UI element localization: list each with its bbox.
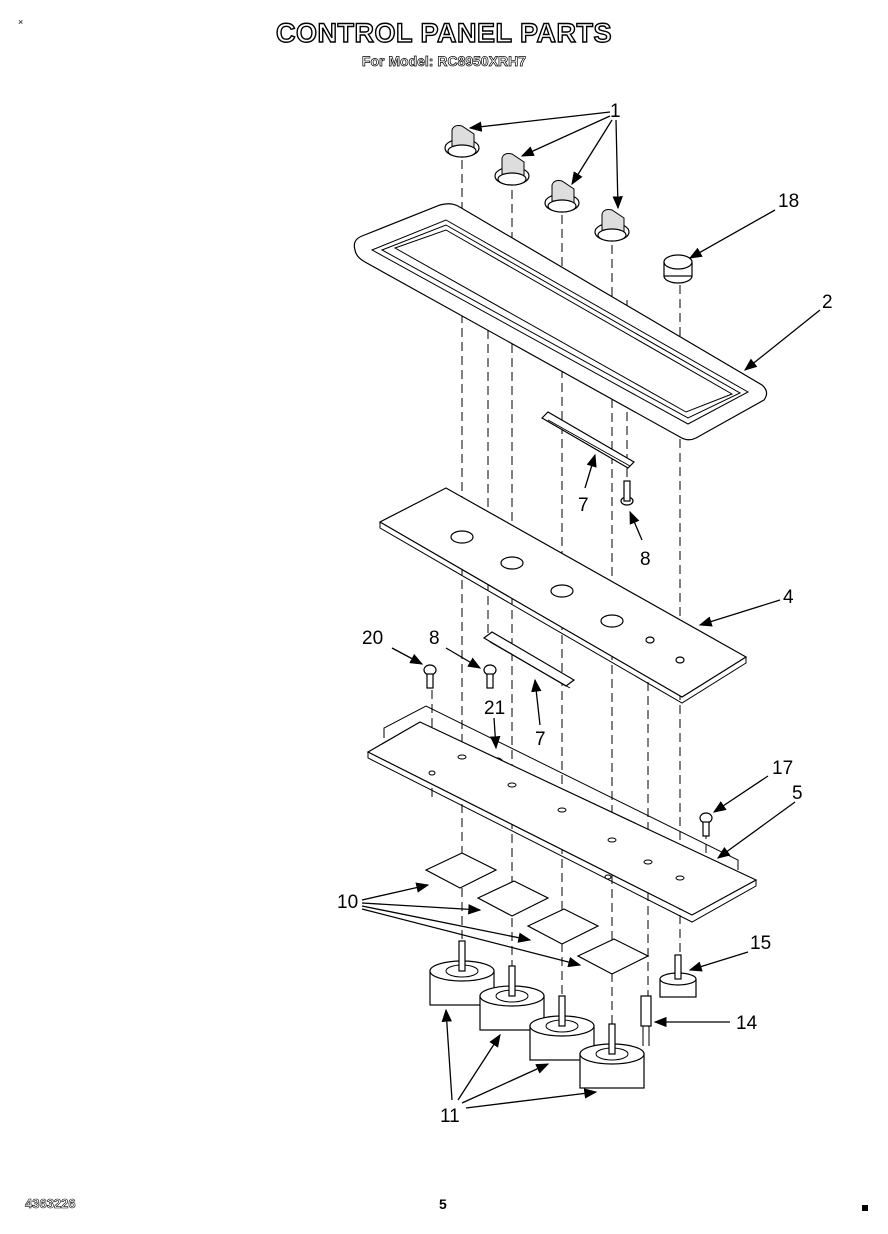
insulator-pad-group (424, 852, 650, 975)
callout-10: 10 (337, 892, 358, 913)
callout-1: 1 (610, 101, 621, 122)
panel-part (378, 487, 748, 704)
callout-labels: 1 18 2 7 8 4 20 8 21 7 17 5 10 15 14 11 (337, 101, 833, 1127)
small-switch-part (659, 954, 697, 998)
callout-4: 4 (783, 587, 794, 608)
document-number: 4363226 (25, 1196, 76, 1212)
callout-7-lower: 7 (535, 729, 546, 750)
switch-part (579, 1023, 645, 1089)
knob-group (444, 125, 630, 242)
mounting-bracket-part (366, 705, 758, 923)
callout-11: 11 (440, 1106, 460, 1127)
screw-upper-part (620, 480, 634, 506)
screw-part-17 (699, 812, 713, 837)
switch-group (429, 940, 645, 1089)
callout-8-upper: 8 (640, 549, 651, 570)
callout-21: 21 (484, 698, 505, 719)
callout-2: 2 (822, 292, 833, 313)
corner-mark-bottom-right (862, 1205, 868, 1211)
switch-part (429, 940, 495, 1006)
screw-part-8 (483, 664, 497, 689)
callout-17: 17 (772, 758, 793, 779)
callout-8-lower: 8 (429, 628, 440, 649)
bracket-upper-part (541, 411, 635, 469)
trim-frame-part (353, 203, 768, 441)
model-subtitle: For Model: RC8950XRH7 (361, 53, 527, 70)
callout-18: 18 (778, 191, 799, 212)
small-knob-part (663, 254, 693, 284)
callout-5: 5 (792, 783, 803, 804)
callout-14: 14 (736, 1013, 758, 1034)
bracket-lower-part (482, 631, 576, 689)
screw-part-20 (423, 664, 437, 689)
page-title: CONTROL PANEL PARTS (275, 17, 613, 48)
callout-15: 15 (750, 933, 771, 954)
knob-part (494, 153, 530, 186)
callout-7-upper: 7 (578, 495, 589, 516)
callout-20: 20 (362, 628, 383, 649)
indicator-lamp-part (640, 995, 652, 1046)
switch-part (479, 965, 545, 1031)
page-number: 5 (439, 1196, 447, 1212)
knob-part (594, 209, 630, 242)
knob-part (444, 125, 480, 158)
leader-lines (361, 111, 821, 1109)
knob-part (544, 180, 580, 213)
corner-mark-top-left: × (18, 17, 24, 27)
